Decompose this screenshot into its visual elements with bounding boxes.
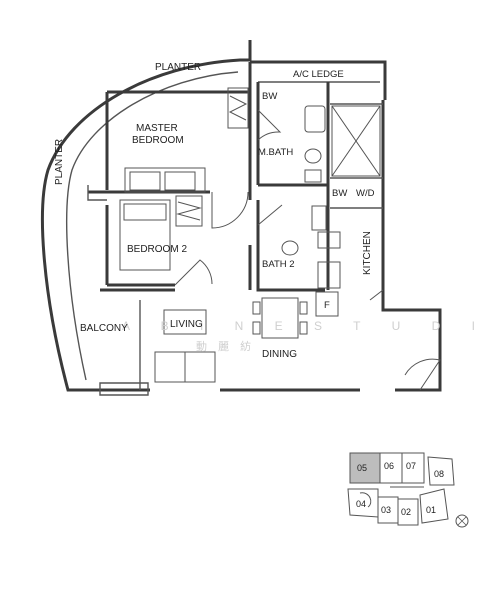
entrance-door	[404, 358, 441, 391]
living-tv-console	[163, 309, 207, 335]
watermark-chinese: 動 麗 紡	[196, 339, 255, 353]
label-kitchen: KITCHEN	[362, 231, 373, 275]
kitchen-sink	[317, 261, 341, 289]
label-wd: W/D	[356, 188, 375, 199]
kitchen-door	[369, 289, 384, 301]
label-bath2: BATH 2	[262, 259, 295, 270]
label-balcony: BALCONY	[80, 323, 128, 334]
bedroom2-bed	[119, 199, 171, 271]
shower-cross	[331, 105, 381, 177]
key-label-08: 08	[434, 469, 444, 479]
label-living: LIVING	[170, 319, 203, 330]
mbath-basin	[304, 169, 322, 183]
key-label-01: 01	[426, 505, 436, 515]
doors	[174, 109, 441, 391]
bedroom2-door	[174, 259, 213, 286]
key-label-04: 04	[356, 499, 366, 509]
key-unit-01	[419, 488, 449, 524]
master-pillow-left	[129, 171, 161, 191]
bath2-walls	[256, 200, 325, 292]
label-bw-mid: BW	[332, 188, 347, 199]
key-unit-08	[427, 456, 455, 486]
outer-walls	[40, 40, 442, 396]
dining-table	[261, 297, 299, 339]
mbath-toilet	[304, 148, 322, 164]
label-planter-left: PLANTER	[54, 139, 65, 185]
bedroom2-wardrobe	[175, 195, 203, 227]
key-label-03: 03	[381, 505, 391, 515]
bedroom-divider-stub	[87, 185, 107, 201]
label-master-line1: MASTER	[136, 123, 178, 134]
mbath-sink	[304, 105, 326, 133]
planter-inner-edge	[66, 71, 239, 381]
bottom-window	[99, 382, 149, 396]
wardrobe-hatch	[228, 95, 248, 121]
watermark-latin: A B I N E S T U D I O	[122, 319, 495, 333]
label-master-line2: BEDROOM	[132, 135, 184, 146]
dining-chair	[252, 301, 261, 315]
key-unit-05	[349, 452, 381, 484]
bath2-door	[257, 204, 283, 226]
planter-curved-wall	[40, 40, 252, 392]
bedroom2-pillow	[123, 203, 167, 221]
bedroom2-wardrobe-hatch	[176, 201, 202, 221]
north-arrow-icon	[455, 514, 469, 528]
kitchen-hob	[317, 231, 341, 249]
master-bed	[124, 167, 206, 193]
label-fridge: F	[324, 300, 330, 311]
key-label-05: 05	[357, 463, 367, 473]
label-bedroom2: BEDROOM 2	[127, 244, 187, 255]
master-pillow-right	[164, 171, 196, 191]
watermark: A B I N E S T U D I O 動 麗 紡	[122, 319, 495, 353]
fixtures	[119, 87, 381, 383]
master-door	[211, 191, 249, 229]
dining-chair	[252, 321, 261, 335]
right-wall	[381, 100, 442, 392]
mbath-door	[257, 109, 282, 141]
label-bw-top: BW	[262, 91, 277, 102]
dining-chair	[299, 301, 308, 315]
key-unit-02	[397, 498, 419, 526]
key-unit-07	[401, 452, 425, 484]
top-wall	[250, 60, 387, 100]
shower-box	[331, 105, 381, 177]
label-dining: DINING	[262, 349, 297, 360]
key-plan: 05 06 07 08 04 03 02 01	[347, 452, 469, 528]
label-planter-top: PLANTER	[155, 62, 201, 73]
key-label-07: 07	[406, 461, 416, 471]
fridge	[315, 291, 339, 317]
master-wardrobe	[227, 87, 249, 129]
key-label-02: 02	[401, 507, 411, 517]
label-ac-ledge: A/C LEDGE	[293, 69, 344, 80]
inner-walls	[87, 62, 383, 390]
key-stair-curve	[359, 492, 372, 508]
key-label-06: 06	[384, 461, 394, 471]
bath2-sink	[311, 205, 327, 231]
label-mbath: M.BATH	[258, 147, 293, 158]
bath2-toilet	[281, 240, 299, 256]
room-labels: PLANTER PLANTER A/C LEDGE BW MASTER BEDR…	[54, 62, 375, 360]
dining-chair	[299, 321, 308, 335]
